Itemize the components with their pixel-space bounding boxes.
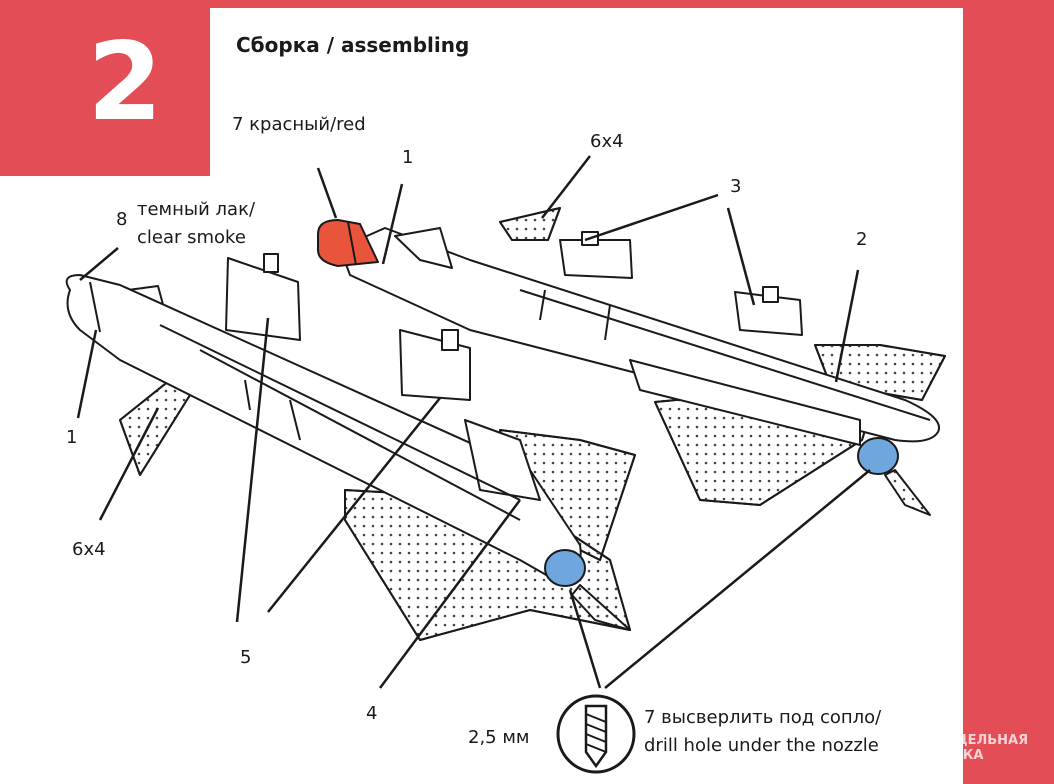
label-part-2: 2 [856,229,868,250]
page-title: Сборка / assembling [236,33,470,57]
front-missile-nozzle [544,549,586,587]
label-part-1-left: 1 [66,427,78,448]
front-missile [65,253,636,641]
step-badge: 2 [0,0,210,176]
label-dim-6x4-top: 6x4 [590,131,624,152]
drill-bit-icon [556,694,636,774]
watermark: Модельная Лавка [932,733,1028,763]
label-drill-ru: 7 высверлить под сопло/ [644,707,882,728]
front-missile-hanger-front [225,257,301,341]
label-part-1-top: 1 [402,147,414,168]
label-part-5: 5 [240,647,252,668]
label-part-3: 3 [730,176,742,197]
label-part-8: 8 [116,209,128,230]
leader-lines [76,155,871,689]
rear-missile-nose [317,219,379,267]
store-logo-icon [909,737,927,759]
label-drill-en: drill hole under the nozzle [644,735,879,756]
label-smoke-en: clear smoke [137,227,246,248]
watermark-line-2: Лавка [932,748,984,763]
rear-missile-hanger-front [559,239,633,279]
label-smoke-ru: темный лак/ [137,199,256,220]
label-paint-red: 7 красный/red [232,114,366,135]
rear-missile-nozzle [857,437,899,475]
rear-missile [317,207,946,516]
step-number: 2 [87,20,163,145]
rear-missile-canard [394,227,453,269]
rear-missile-body [339,227,941,443]
label-part-4: 4 [366,703,378,724]
watermark-line-1: Модельная [932,733,1029,748]
label-drill-size: 2,5 мм [468,727,530,748]
front-missile-hanger-rear [399,329,471,401]
label-dim-6x4-left: 6x4 [72,539,106,560]
